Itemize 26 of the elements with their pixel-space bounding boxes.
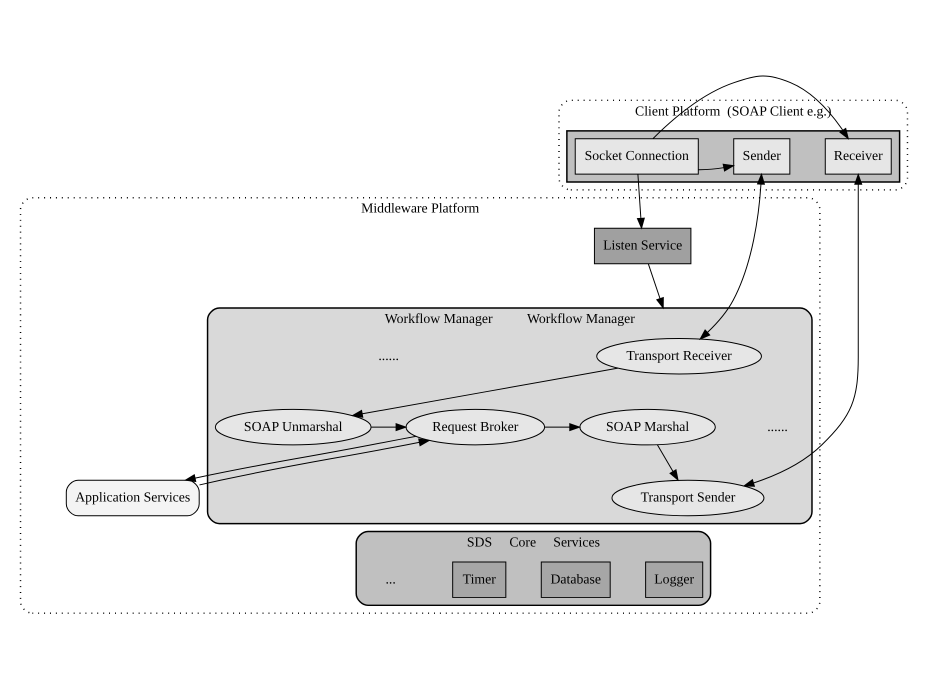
label: ...: [386, 571, 396, 586]
arrow: [698, 164, 735, 172]
label: ......: [767, 418, 788, 434]
node-box: Database: [540, 562, 611, 598]
node-box: Logger: [645, 562, 704, 598]
arrow: [636, 174, 645, 230]
arrow: [656, 444, 679, 482]
node-box: Sender: [733, 138, 790, 175]
arrow: [370, 423, 408, 432]
node-ellipse: Request Broker: [406, 408, 546, 446]
arrow: [544, 423, 582, 432]
node-box: Listen Service: [594, 228, 692, 264]
label: ......: [378, 348, 400, 363]
arrow: [198, 438, 431, 486]
cluster: [566, 130, 900, 183]
node-box: Socket Connection: [574, 138, 699, 175]
arrow: [351, 368, 618, 418]
node-ellipse: SOAP Marshal: [579, 408, 716, 446]
node-box: Timer: [452, 562, 506, 598]
node-box: Application Services: [66, 480, 200, 516]
arrow: [742, 172, 862, 487]
node-box: Receiver: [824, 138, 892, 175]
arrow: [184, 436, 416, 482]
arrow: [699, 172, 766, 340]
node-ellipse: Transport Receiver: [596, 338, 762, 374]
arrow: [648, 263, 664, 310]
